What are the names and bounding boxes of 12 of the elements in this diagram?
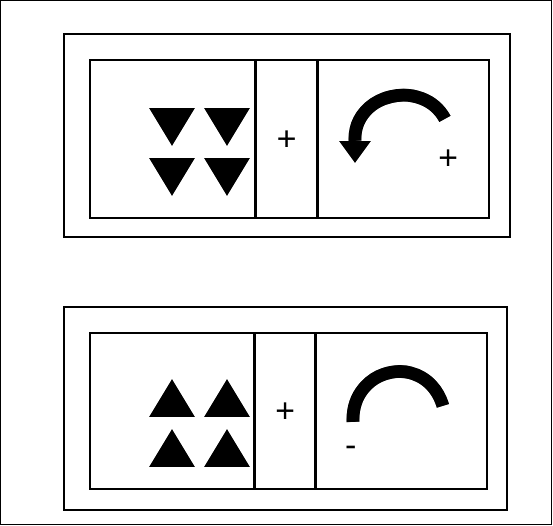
panel-box xyxy=(63,33,511,238)
symbol-cell xyxy=(89,59,256,219)
sign-text: - xyxy=(345,426,356,464)
sign-cell xyxy=(255,59,318,219)
sign-text: + xyxy=(275,394,295,428)
sign-text: + xyxy=(438,139,458,177)
symbol-cell xyxy=(317,59,490,219)
symbol-cell xyxy=(89,332,255,490)
sign-cell xyxy=(254,332,316,490)
panel-box xyxy=(63,306,508,511)
symbol-cell xyxy=(315,332,488,490)
sign-text: + xyxy=(276,122,296,156)
